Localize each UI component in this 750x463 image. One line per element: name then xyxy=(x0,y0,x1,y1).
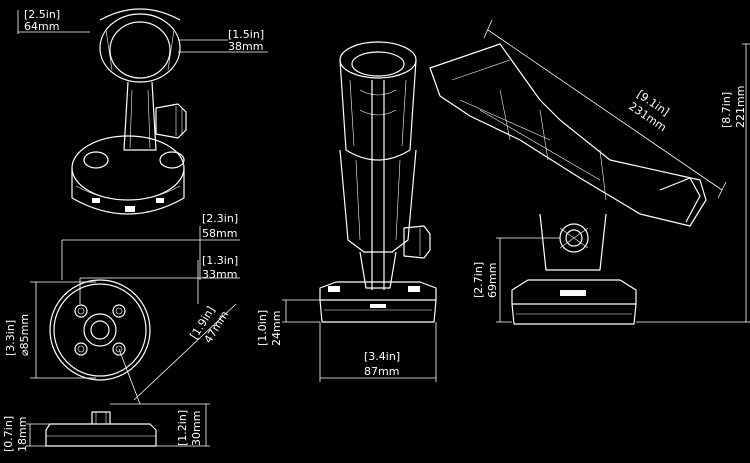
dim-bolt-spacing-mm: 33mm xyxy=(202,268,237,281)
dim-tube-mm: 38mm xyxy=(228,40,263,53)
dimension-base-plate-height: [0.7in] 18mm xyxy=(2,416,50,452)
dimension-bolt-spacing: [1.3in] 33mm xyxy=(79,254,240,304)
dim-front-base-width-inch: [3.4in] xyxy=(364,350,400,363)
front-view xyxy=(319,41,437,323)
top-view-base xyxy=(49,279,151,381)
dimension-mount-height: [2.7in] 69mm xyxy=(472,237,560,323)
dimension-base-total-height: [1.2in] 30mm xyxy=(110,403,210,447)
dim-base-width-inch: [2.3in] xyxy=(202,212,238,225)
dim-overall-height-mm: 221mm xyxy=(734,86,747,128)
dim-front-base-height-mm: 24mm xyxy=(270,311,283,346)
dim-front-base-height-inch: [1.0in] xyxy=(256,310,269,346)
dimension-base-width: [2.3in] 58mm xyxy=(61,212,240,280)
dimension-front-base-height: [1.0in] 24mm xyxy=(256,299,320,346)
dimension-bolt-diagonal: [1.9in] 47mm xyxy=(118,303,237,405)
dim-bolt-spacing-inch: [1.3in] xyxy=(202,254,238,267)
dim-overall-height-inch: [8.7in] xyxy=(720,92,733,128)
dim-mount-height-inch: [2.7in] xyxy=(472,262,485,298)
dim-top-width-inch: [2.5in] xyxy=(24,8,60,21)
side-view-holder xyxy=(429,43,707,325)
dim-plate-height-mm: 18mm xyxy=(16,417,29,452)
dimension-holder-length: [9.1in] 231mm xyxy=(483,19,727,199)
dimension-tube-diameter: [1.5in] 38mm xyxy=(178,28,268,53)
dim-tube-inch: [1.5in] xyxy=(228,28,264,41)
dim-top-width-mm: 64mm xyxy=(24,20,59,33)
dimension-front-base-width: [3.4in] 87mm xyxy=(319,322,437,382)
dim-total-height-mm: 30mm xyxy=(190,411,203,446)
dim-front-base-width-mm: 87mm xyxy=(364,365,399,378)
dimension-top-width: [2.5in] 64mm xyxy=(17,8,90,34)
dim-total-height-inch: [1.2in] xyxy=(176,410,189,446)
dim-base-width-mm: 58mm xyxy=(202,227,237,240)
dim-mount-height-mm: 69mm xyxy=(486,263,499,298)
side-view-base xyxy=(45,411,157,447)
dimension-overall-height: [8.7in] 221mm xyxy=(636,43,750,323)
dim-base-diameter-inch: [3.3in] xyxy=(4,320,17,356)
dimension-base-diameter: [3.3in] ⌀85mm xyxy=(4,281,96,379)
dim-plate-height-inch: [0.7in] xyxy=(2,416,15,452)
perspective-view xyxy=(71,8,187,215)
dim-base-diameter-mm: ⌀85mm xyxy=(18,314,31,356)
